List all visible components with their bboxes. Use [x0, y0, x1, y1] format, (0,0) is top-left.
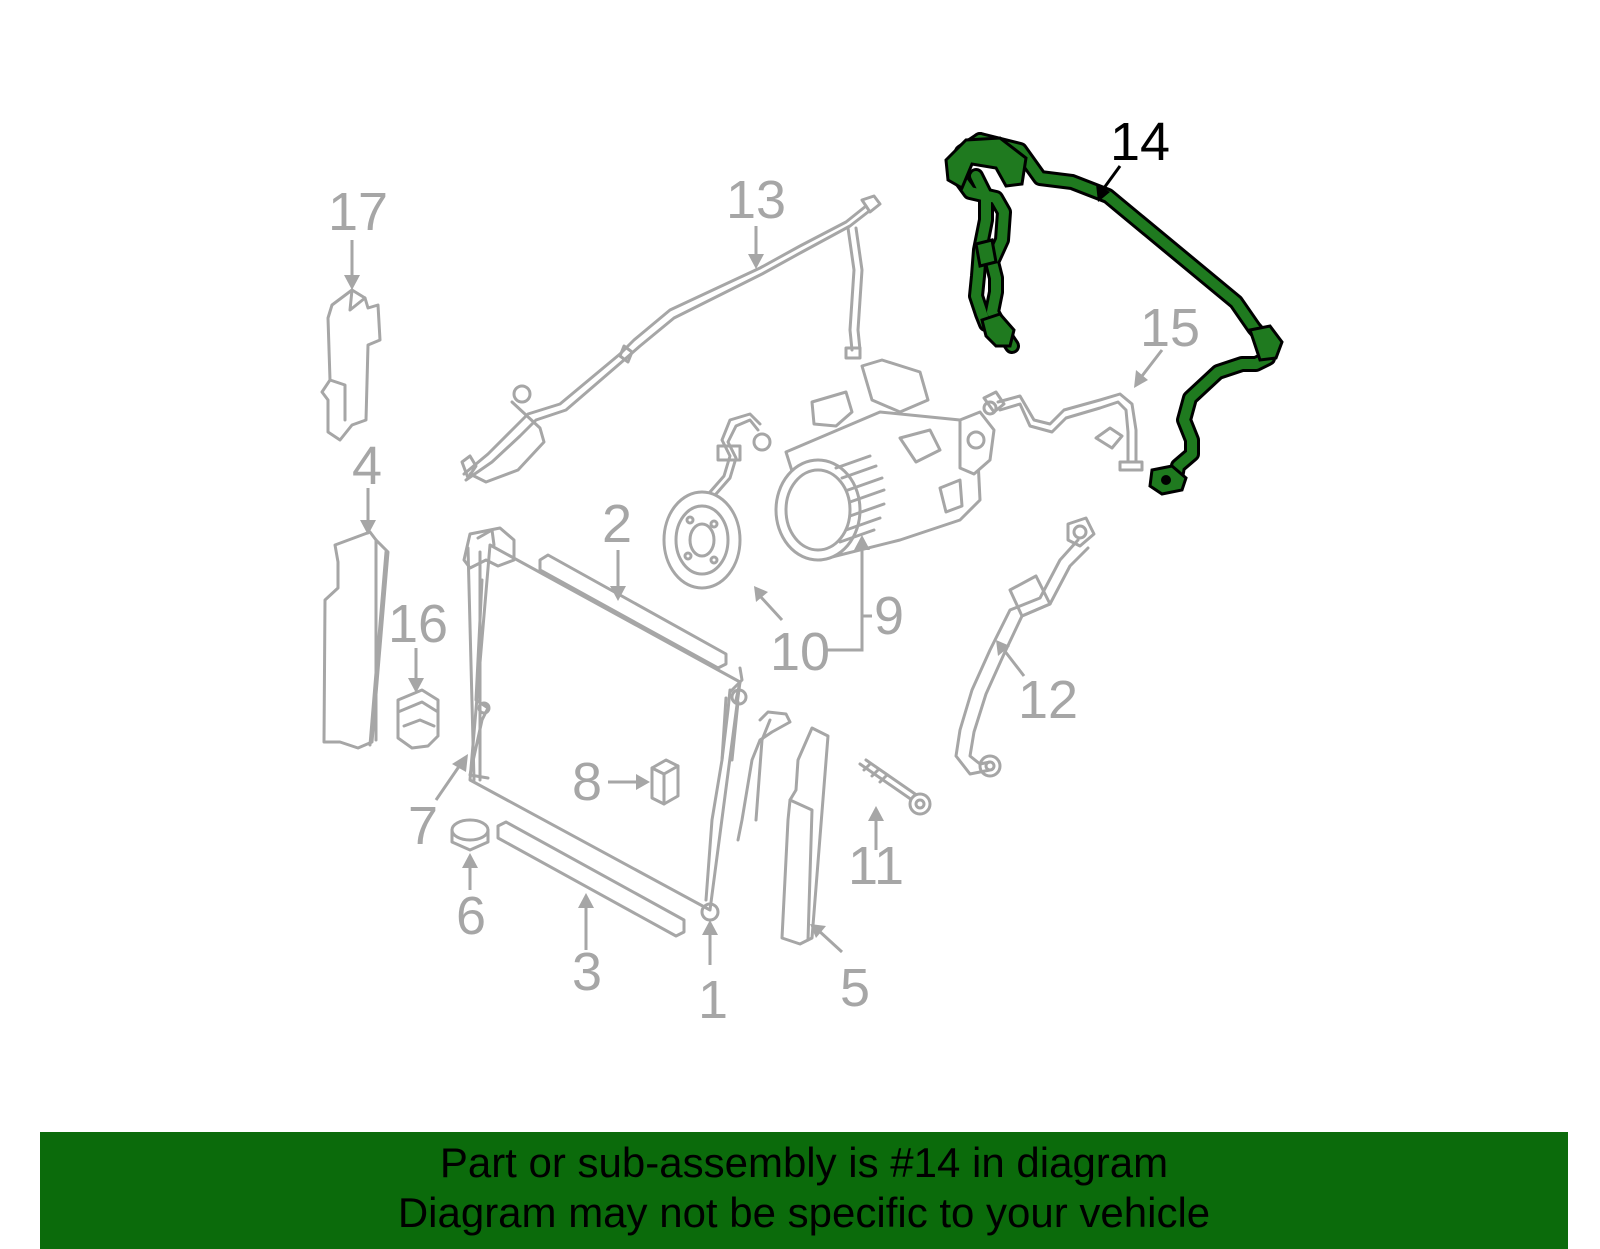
callout-6: 6	[456, 853, 486, 946]
part-12-hose[interactable]	[954, 516, 1096, 778]
callout-17: 17	[328, 182, 388, 290]
part-13-line[interactable]	[460, 194, 882, 484]
part-15-line[interactable]	[982, 390, 1144, 472]
part-5-seal[interactable]	[736, 710, 830, 946]
callout-11: 11	[848, 806, 904, 896]
callout-9: 9	[826, 535, 904, 652]
part-16-cap[interactable]	[396, 688, 440, 750]
part-17-bracket[interactable]	[320, 288, 382, 442]
callout-5-label: 5	[840, 958, 870, 1018]
callout-4: 4	[352, 436, 382, 535]
part-10-clutch[interactable]	[662, 412, 772, 590]
callout-15: 15	[1134, 298, 1200, 388]
callout-2-label: 2	[602, 494, 632, 554]
callout-7: 7	[408, 754, 468, 856]
callout-12-label: 12	[1018, 670, 1078, 730]
callout-1: 1	[698, 920, 728, 1030]
callout-16-label: 16	[388, 594, 448, 654]
part-4-seal[interactable]	[322, 530, 390, 750]
part-1-condenser[interactable]	[462, 526, 748, 922]
callout-3-label: 3	[572, 942, 602, 1002]
part-6-grommet[interactable]	[450, 818, 490, 852]
part-14-hose-assembly[interactable]	[944, 132, 1284, 496]
callout-8: 8	[572, 752, 650, 812]
callout-8-label: 8	[572, 752, 602, 812]
callout-10-label: 10	[770, 622, 830, 682]
info-banner: Part or sub-assembly is #14 in diagram D…	[40, 1132, 1568, 1249]
part-3-seal-strip[interactable]	[496, 820, 686, 938]
part-9-compressor[interactable]	[774, 358, 996, 562]
callout-13: 13	[726, 170, 786, 269]
part-8-block[interactable]	[650, 758, 680, 806]
callout-6-label: 6	[456, 886, 486, 946]
callout-5: 5	[810, 924, 870, 1018]
callout-4-label: 4	[352, 436, 382, 496]
callout-16: 16	[388, 594, 448, 693]
callout-15-label: 15	[1140, 298, 1200, 358]
callout-11-label: 11	[848, 836, 904, 896]
callout-13-label: 13	[726, 170, 786, 230]
callout-17-label: 17	[328, 182, 388, 242]
callout-14-label: 14	[1110, 112, 1170, 172]
callout-3: 3	[572, 893, 602, 1002]
callout-7-label: 7	[408, 796, 438, 856]
callout-14: 14	[1096, 112, 1170, 202]
callout-10: 10	[754, 586, 830, 682]
callout-2: 2	[602, 494, 632, 601]
callout-1-label: 1	[698, 970, 728, 1030]
banner-line-1: Part or sub-assembly is #14 in diagram	[439, 1139, 1169, 1186]
callout-9-label: 9	[874, 586, 904, 646]
part-11-bolt[interactable]	[858, 758, 932, 816]
callout-12: 12	[996, 640, 1078, 730]
banner-line-2: Diagram may not be specific to your vehi…	[397, 1189, 1211, 1236]
part-2-seal-strip[interactable]	[538, 553, 728, 670]
